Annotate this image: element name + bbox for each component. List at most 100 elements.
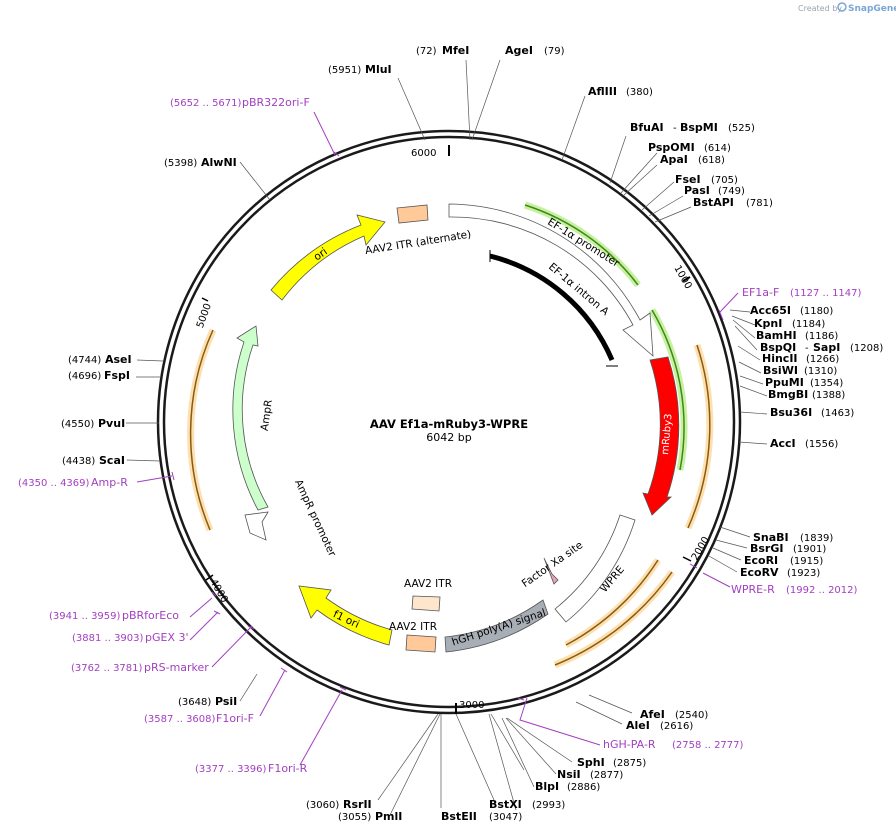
- enzyme-sphi[interactable]: SphI: [577, 756, 605, 769]
- enzyme-rsrii[interactable]: RsrII: [343, 798, 372, 811]
- enzyme-acci-pos: (1556): [805, 439, 838, 450]
- enzyme-mfei[interactable]: MfeI: [442, 44, 469, 57]
- feature-ef1a-intron[interactable]: [489, 253, 615, 361]
- enzyme-nsii[interactable]: NsiI: [557, 768, 581, 781]
- feature-ef1a-promoter[interactable]: [448, 203, 654, 357]
- enzyme-pspomi[interactable]: PspOMI: [648, 141, 695, 154]
- enzyme-bstapi[interactable]: BstAPI: [693, 196, 734, 209]
- feature-f1-ori[interactable]: [298, 585, 393, 646]
- primer-amp-r[interactable]: Amp-R: [91, 476, 128, 489]
- label-factor-xa: Factor Xa site: [520, 539, 585, 590]
- primer-wpre-r[interactable]: WPRE-R: [731, 583, 775, 596]
- enzyme-bsrgi[interactable]: BsrGI: [750, 542, 783, 555]
- enzyme-bspmi-pos: (525): [728, 123, 755, 134]
- enzyme-bamhi-pos: (1186): [805, 331, 838, 342]
- enzyme-scai[interactable]: ScaI: [99, 454, 125, 467]
- feature-hgh-polya[interactable]: [444, 599, 549, 653]
- enzyme-apai[interactable]: ApaI: [660, 153, 688, 166]
- feature-ori[interactable]: [270, 214, 386, 301]
- primer-leader-lines: [136, 111, 739, 766]
- enzyme-scai-pos: (4438): [62, 456, 95, 467]
- feature-factor-xa[interactable]: [543, 557, 559, 585]
- primer-prs-marker[interactable]: pRS-marker: [144, 661, 209, 674]
- enzyme-kpni-pos: (1184): [792, 319, 825, 330]
- enzyme-mfei-pos: (72): [416, 46, 437, 57]
- primer-pgex3[interactable]: pGEX 3': [145, 631, 189, 644]
- enzyme-psii-pos: (3648): [178, 697, 211, 708]
- enzyme-fsei[interactable]: FseI: [675, 173, 701, 186]
- enzyme-alwni-pos: (5398): [164, 158, 197, 169]
- enzyme-hincii[interactable]: HincII: [762, 352, 798, 365]
- enzyme-bsu36i-pos: (1463): [821, 408, 854, 419]
- enzyme-bspmi[interactable]: BspMI: [680, 121, 718, 134]
- enzyme-acc65i[interactable]: Acc65I: [750, 304, 791, 317]
- enzyme-bsteii[interactable]: BstEII: [441, 810, 477, 823]
- primer-ef1a-f[interactable]: EF1a-F: [742, 286, 779, 299]
- enzyme-mlui-pos: (5951): [328, 65, 361, 76]
- label-itr-2: AAV2 ITR: [389, 621, 437, 633]
- enzyme-afei[interactable]: AfeI: [640, 708, 665, 721]
- enzyme-sapi[interactable]: SapI: [813, 341, 840, 354]
- enzyme-bsrgi-pos: (1901): [793, 544, 826, 555]
- feature-itr-2[interactable]: [405, 634, 437, 653]
- label-itr-1: AAV2 ITR: [404, 578, 452, 590]
- primer-ef1a-f-range: (1127 .. 1147): [790, 288, 862, 299]
- primer-f1ori-r[interactable]: F1ori-R: [268, 762, 308, 775]
- enzyme-mlui[interactable]: MluI: [365, 63, 392, 76]
- primer-amp-r-range: (4350 .. 4369): [18, 478, 90, 489]
- enzyme-sphi-pos: (2875): [613, 758, 646, 769]
- primer-f1ori-f[interactable]: F1ori-F: [216, 712, 254, 725]
- enzyme-pvui[interactable]: PvuI: [98, 417, 125, 430]
- plasmid-title: AAV Ef1a-mRuby3-WPRE: [370, 417, 528, 431]
- primer-hgh-pa-r[interactable]: hGH-PA-R: [603, 738, 656, 751]
- enzyme-asei[interactable]: AseI: [105, 353, 132, 366]
- enzyme-bmgbi[interactable]: BmgBI: [768, 388, 808, 401]
- enzyme-blpi[interactable]: BlpI: [535, 780, 559, 793]
- enzyme-afliii-pos: (380): [626, 87, 653, 98]
- label-ampr-promoter: AmpR promoter: [292, 478, 338, 559]
- enzyme-alei[interactable]: AleI: [626, 719, 650, 732]
- enzyme-bfuai[interactable]: BfuAI: [630, 121, 664, 134]
- enzyme-bsu36i[interactable]: Bsu36I: [770, 406, 812, 419]
- enzyme-bspqi[interactable]: BspQI: [760, 341, 796, 354]
- enzyme-bsiwi-pos: (1310): [804, 366, 837, 377]
- enzyme-fspi-pos: (4696): [68, 371, 101, 382]
- enzyme-afei-pos: (2540): [675, 710, 708, 721]
- enzyme-ppumi[interactable]: PpuMI: [765, 376, 804, 389]
- feature-ampr-promoter[interactable]: [244, 511, 269, 541]
- enzyme-bstxi[interactable]: BstXI: [489, 798, 522, 811]
- enzyme-alwni[interactable]: AlwNI: [201, 156, 237, 169]
- tick-5000: 5000: [195, 302, 214, 330]
- enzyme-bspqi-dash: -: [805, 343, 809, 354]
- feature-ampr[interactable]: [232, 325, 269, 511]
- enzyme-psii[interactable]: PsiI: [215, 695, 237, 708]
- enzyme-fsei-pos: (705): [711, 175, 738, 186]
- feature-itr-1[interactable]: [411, 595, 441, 612]
- enzyme-bfuai-dash: -: [673, 123, 677, 134]
- feature-wpre[interactable]: [554, 514, 636, 623]
- label-hgh: hGH poly(A) signal: [450, 607, 547, 649]
- primer-pbr322ori[interactable]: pBR322ori-F: [242, 96, 310, 109]
- enzyme-afliii[interactable]: AflIII: [588, 85, 617, 98]
- primer-pgex3-range: (3881 .. 3903): [72, 633, 144, 644]
- enzyme-ecori[interactable]: EcoRI: [744, 554, 778, 567]
- enzyme-fspi[interactable]: FspI: [104, 369, 130, 382]
- backbone-ticks: [201, 145, 692, 714]
- enzyme-ecorv[interactable]: EcoRV: [740, 566, 779, 579]
- enzyme-pasi[interactable]: PasI: [684, 184, 710, 197]
- enzyme-pmli[interactable]: PmlI: [375, 810, 402, 823]
- enzyme-kpni[interactable]: KpnI: [754, 317, 782, 330]
- enzyme-bamhi[interactable]: BamHI: [756, 329, 797, 342]
- feature-mruby3[interactable]: [642, 356, 680, 516]
- credit-text: Created by: [798, 4, 842, 13]
- feature-itr-alt[interactable]: [396, 204, 429, 224]
- primer-pbrforeco[interactable]: pBRforEco: [122, 609, 179, 622]
- enzyme-sapi-pos: (1208): [850, 343, 883, 354]
- enzyme-acc65i-pos: (1180): [800, 306, 833, 317]
- enzyme-bsiwi[interactable]: BsiWI: [763, 364, 798, 377]
- primer-prs-marker-range: (3762 .. 3781): [71, 663, 143, 674]
- enzyme-snabi[interactable]: SnaBI: [753, 531, 789, 544]
- enzyme-acci[interactable]: AccI: [770, 437, 796, 450]
- enzyme-agei[interactable]: AgeI: [505, 44, 533, 57]
